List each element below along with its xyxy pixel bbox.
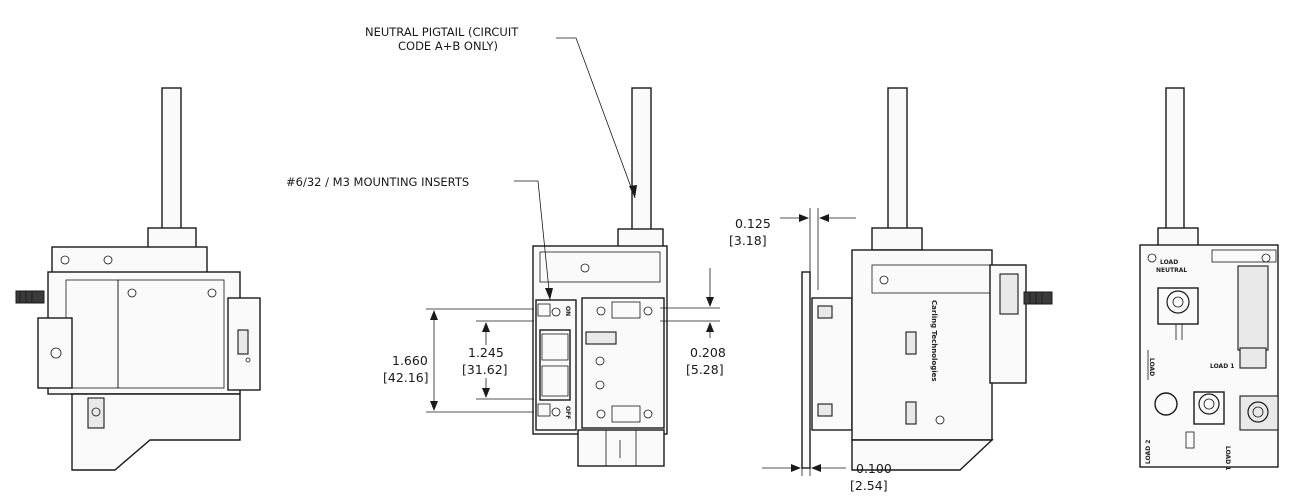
right-side-view: Carling Technologies <box>801 87 1053 471</box>
dim-1660-mm: [42.16] <box>383 370 429 385</box>
right-pigtail-tube <box>887 87 908 231</box>
front-view: ON OFF <box>532 87 668 467</box>
dim-1245-in: 1.245 <box>468 345 504 360</box>
mounting-plate <box>801 271 811 469</box>
dim-0125-mm: [3.18] <box>729 233 767 248</box>
left-side-view <box>15 87 261 471</box>
neutral-pigtail-callout: NEUTRAL PIGTAIL (CIRCUIT CODE A+B ONLY) <box>365 25 637 199</box>
dim-0100-mm: [2.54] <box>850 478 888 493</box>
pigtail-tube <box>161 87 182 231</box>
main-housing <box>47 271 241 395</box>
rear-pigtail-tube <box>1165 87 1185 231</box>
neutral-pigtail-label-line2: CODE A+B ONLY) <box>398 39 498 53</box>
neutral-pigtail-label-line1: NEUTRAL PIGTAIL (CIRCUIT <box>365 25 519 39</box>
load-1-side-marking: LOAD 1 <box>1224 446 1231 470</box>
dimension-0125: 0.125 [3.18] <box>729 208 856 290</box>
off-marking: OFF <box>564 406 571 419</box>
dim-0100-in: 0.100 <box>856 461 892 476</box>
dimension-1660: 1.660 [42.16] <box>383 308 534 413</box>
right-stud-terminal <box>1023 291 1053 305</box>
load-neutral-marking-1: LOAD <box>1160 259 1178 266</box>
dimension-1245: 1.245 [31.62] <box>462 320 534 400</box>
brand-marking: Carling Technologies <box>930 300 938 382</box>
dimension-0208: 0.208 [5.28] <box>660 268 726 377</box>
mounting-inserts-callout: #6/32 / M3 MOUNTING INSERTS <box>286 175 553 301</box>
right-pigtail-collar <box>871 227 923 251</box>
dim-1245-mm: [31.62] <box>462 362 508 377</box>
load-2-marking: LOAD 2 <box>1145 440 1152 464</box>
front-pigtail-tube <box>631 87 652 232</box>
rear-view: LOAD NEUTRAL LOAD LOAD 1 LOAD 2 LOAD 1 <box>1139 87 1279 470</box>
right-housing <box>851 249 993 441</box>
dim-0208-in: 0.208 <box>690 345 726 360</box>
on-marking: ON <box>564 306 571 316</box>
stud-terminal <box>15 290 45 304</box>
load-small-marking: LOAD <box>1148 358 1155 376</box>
load-neutral-marking-2: NEUTRAL <box>1156 267 1187 274</box>
mounting-inserts-label: #6/32 / M3 MOUNTING INSERTS <box>286 175 469 189</box>
top-rail <box>51 246 208 276</box>
dim-0208-mm: [5.28] <box>686 362 724 377</box>
dim-0125-in: 0.125 <box>735 216 771 231</box>
dimension-0100: 0.100 [2.54] <box>762 440 892 493</box>
load-1-top-marking: LOAD 1 <box>1210 363 1234 370</box>
dim-1660-in: 1.660 <box>392 353 428 368</box>
